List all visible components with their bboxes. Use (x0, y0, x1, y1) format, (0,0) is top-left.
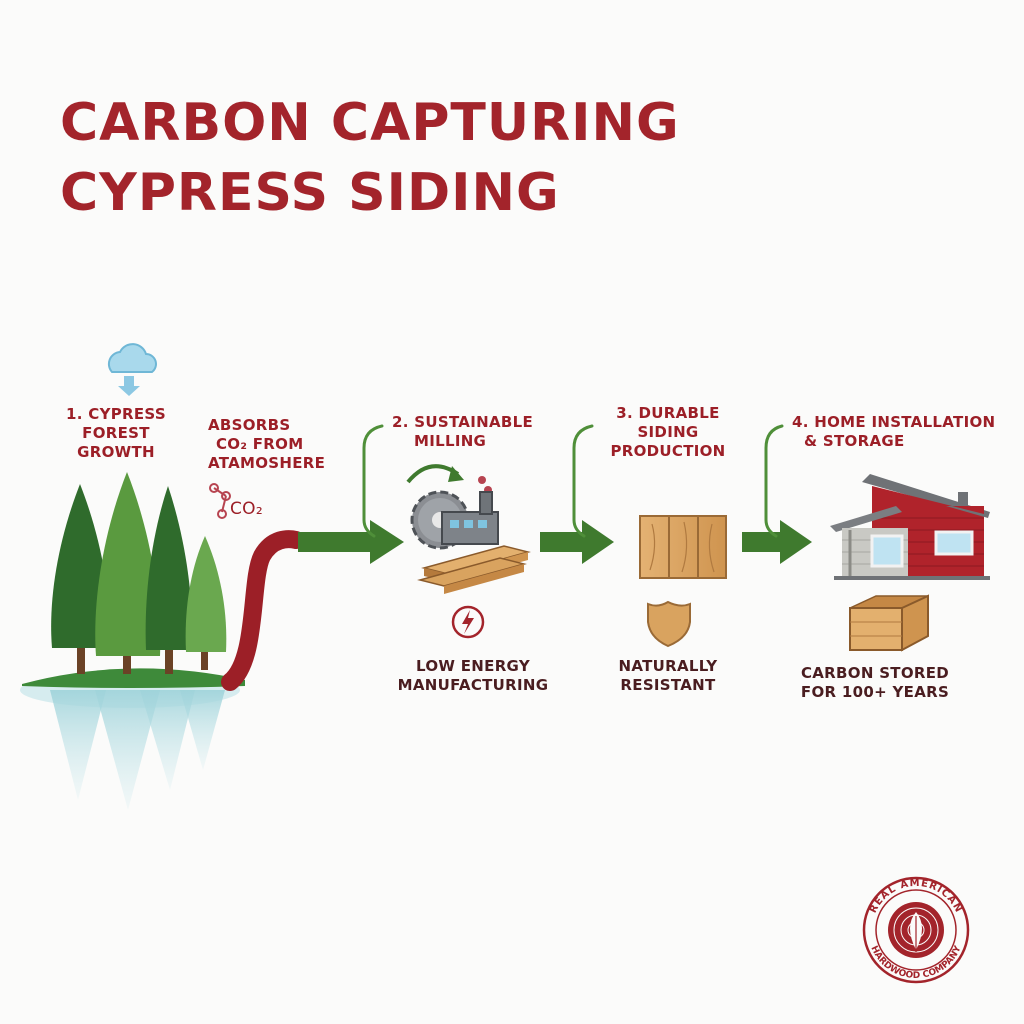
badge-logo-icon: REAL AMERICAN HARDWOOD COMPANY (862, 876, 970, 984)
step-connectors (362, 424, 784, 538)
house-icon (830, 474, 990, 580)
energy-bolt-icon (451, 605, 485, 639)
absorbs-co2-label: ABSORBS CO₂ FROM ATAMOSHERE (208, 416, 326, 472)
title-line-2: CYPRESS SIDING (60, 163, 560, 223)
cloud-icon (107, 343, 157, 396)
step-4-note: CARBON STORED FOR 100+ YEARS (800, 664, 950, 701)
step-3-note: NATURALLY RESISTANT (618, 657, 718, 694)
co2-molecule-label: CO₂ (230, 499, 263, 519)
carbon-flow-pipe (221, 530, 305, 691)
lumber-icon (417, 545, 531, 594)
wooden-crate-icon (849, 594, 929, 652)
page-title: CARBON CAPTURING CYPRESS SIDING (60, 88, 680, 228)
shield-icon (647, 600, 691, 648)
step-2-note: LOW ENERGY MANUFACTURING (397, 657, 549, 694)
step-3-label: 3. DURABLE SIDING PRODUCTION (610, 404, 726, 460)
co2-molecule-icon (209, 483, 231, 519)
flow-arrows (298, 520, 812, 564)
wood-panel-icon (639, 515, 727, 579)
step-2-label: 2. SUSTAINABLE MILLING (392, 413, 534, 450)
step-4-label: 4. HOME INSTALLATION & STORAGE (792, 413, 996, 450)
step-1-label: 1. CYPRESS FOREST GROWTH (66, 405, 166, 461)
island (22, 668, 245, 688)
factory-icon (441, 491, 499, 545)
cypress-trees (51, 472, 227, 674)
water-reflection (20, 672, 240, 810)
title-line-1: CARBON CAPTURING (60, 93, 680, 153)
